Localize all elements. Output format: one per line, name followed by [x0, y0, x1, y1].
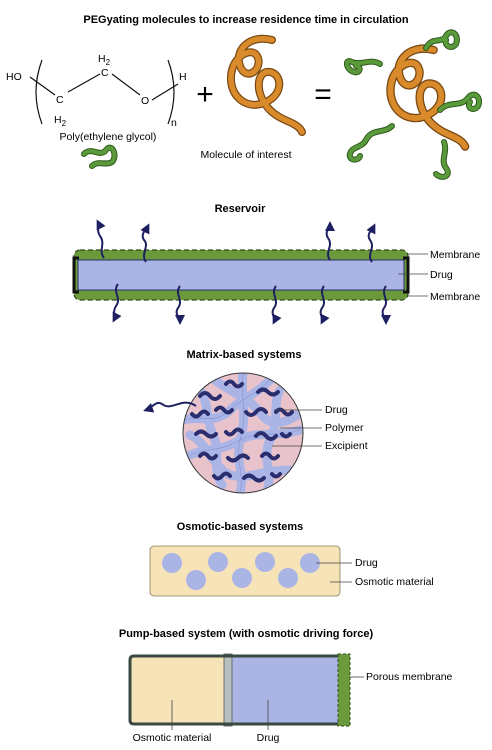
h-end-label: H — [179, 71, 187, 83]
reservoir-membrane-top-label: Membrane — [430, 249, 480, 261]
equals-sign: = — [314, 78, 332, 111]
h2-top: H2 — [98, 53, 111, 67]
matrix-polymer-label: Polymer — [325, 422, 364, 434]
molecule-of-interest-icon — [226, 34, 306, 136]
attached-peg-chains — [344, 29, 482, 180]
osmotic-drug-particles — [162, 552, 320, 590]
plus-sign: + — [196, 78, 214, 111]
osmotic-material-label: Osmotic material — [355, 576, 434, 588]
matrix-drug-molecules — [190, 379, 294, 483]
pump-piston — [223, 653, 233, 727]
reservoir-title: Reservoir — [215, 203, 266, 215]
subscript-n: n — [171, 117, 177, 129]
h2-bottom: H2 — [54, 114, 67, 128]
reservoir-section: Reservoir Membrane Drug Membrane — [72, 203, 480, 325]
matrix-leader-lines — [272, 409, 322, 447]
pegylation-section: PEGyating molecules to increase residenc… — [6, 14, 482, 180]
reservoir-membrane-bottom-label: Membrane — [430, 291, 480, 303]
pegylation-title: PEGyating molecules to increase residenc… — [83, 14, 409, 26]
peg-structure — [29, 59, 179, 125]
pump-section: Pump-based system (with osmotic driving … — [119, 628, 453, 744]
pegylated-molecule-icon — [344, 29, 482, 180]
left-bracket — [35, 59, 43, 125]
peg-label: Poly(ethylene glycol) — [60, 131, 157, 143]
matrix-drug-label: Drug — [325, 404, 348, 416]
pump-porous-membrane-label: Porous membrane — [366, 671, 453, 683]
pump-drug-label: Drug — [257, 732, 280, 744]
osmotic-title: Osmotic-based systems — [177, 521, 304, 533]
right-bracket — [167, 59, 175, 125]
reservoir-leader-lines — [398, 253, 428, 297]
pump-drug-chamber — [230, 656, 338, 724]
reservoir-release-arrows — [96, 219, 391, 325]
matrix-title: Matrix-based systems — [187, 349, 302, 361]
carbon-label-1: C — [56, 94, 64, 106]
matrix-outline — [182, 372, 304, 494]
ho-label: HO — [6, 71, 22, 83]
pump-osmotic-material-label: Osmotic material — [133, 732, 212, 744]
pump-porous-membrane — [337, 653, 351, 727]
peg-chain-icon — [81, 144, 118, 169]
oxygen-label: O — [141, 95, 149, 107]
matrix-section: Matrix-based systems — [143, 349, 368, 494]
reservoir-drug-core — [77, 259, 405, 291]
reservoir-drug-label: Drug — [430, 269, 453, 281]
pump-leader-lines — [171, 676, 364, 730]
reservoir-right-cap — [403, 256, 410, 294]
carbon-label-2: C — [101, 67, 109, 79]
osmotic-leader-lines — [316, 562, 352, 583]
pump-casing — [128, 654, 338, 726]
molecule-label: Molecule of interest — [200, 149, 291, 161]
reservoir-left-cap — [72, 256, 79, 294]
pump-title: Pump-based system (with osmotic driving … — [119, 628, 374, 640]
matrix-excipient-label: Excipient — [325, 440, 368, 452]
osmotic-drug-label: Drug — [355, 557, 378, 569]
osmotic-section: Osmotic-based systems Drug Osmotic mater… — [149, 521, 434, 597]
matrix-release-arrow — [143, 401, 197, 413]
